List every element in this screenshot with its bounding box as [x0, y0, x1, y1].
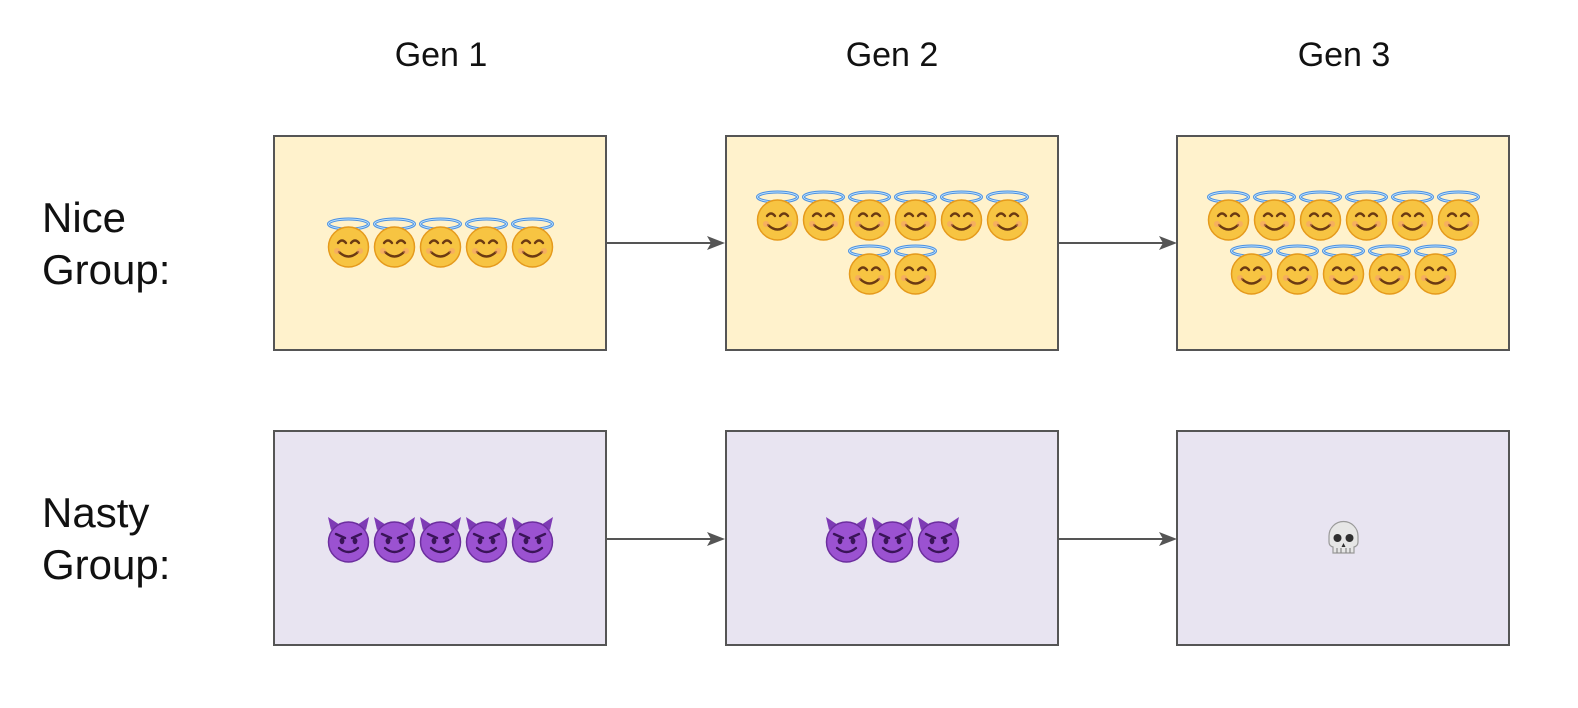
angel-face-icon: [801, 190, 846, 242]
angel-face-icon: [372, 217, 417, 269]
row-label-nice: Nice Group:: [42, 192, 170, 296]
devil-face-icon: [326, 512, 371, 564]
nasty-gen-1-panel: [273, 430, 607, 646]
angel-face-icon: [1390, 190, 1435, 242]
angel-face-icon: [1252, 190, 1297, 242]
skull-icon: [1321, 512, 1366, 564]
angel-face-icon: [1413, 244, 1458, 296]
nice-gen-2-panel: [725, 135, 1059, 351]
arrow-nasty-gen2-to-gen3: [1059, 532, 1177, 546]
angel-face-icon: [1298, 190, 1343, 242]
devil-face-icon: [372, 512, 417, 564]
nice-gen-3-panel: [1176, 135, 1510, 351]
row-label-nasty: Nasty Group:: [42, 487, 170, 591]
angel-face-icon: [939, 190, 984, 242]
angel-face-icon: [847, 190, 892, 242]
angel-face-icon: [464, 217, 509, 269]
nasty-gen-3-panel: [1176, 430, 1510, 646]
column-header-gen-1: Gen 1: [394, 36, 488, 74]
devil-face-icon: [870, 512, 915, 564]
devil-face-icon: [824, 512, 869, 564]
angel-face-icon: [1436, 190, 1481, 242]
arrow-nice-gen1-to-gen2: [607, 236, 725, 250]
angel-face-icon: [847, 244, 892, 296]
angel-face-icon: [510, 217, 555, 269]
nice-gen-1-panel: [273, 135, 607, 351]
angel-face-icon: [1344, 190, 1389, 242]
angel-face-icon: [418, 217, 463, 269]
angel-face-icon: [893, 190, 938, 242]
angel-face-icon: [893, 244, 938, 296]
angel-face-icon: [985, 190, 1030, 242]
devil-face-icon: [510, 512, 555, 564]
row-label-nice-line2: Group:: [42, 246, 171, 293]
row-label-nasty-line1: Nasty: [42, 489, 150, 536]
angel-face-icon: [1367, 244, 1412, 296]
row-label-nasty-line2: Group:: [42, 541, 171, 588]
angel-face-icon: [326, 217, 371, 269]
devil-face-icon: [418, 512, 463, 564]
column-header-gen-2: Gen 2: [845, 36, 939, 74]
angel-face-icon: [755, 190, 800, 242]
devil-face-icon: [916, 512, 961, 564]
column-header-gen-3: Gen 3: [1297, 36, 1391, 74]
angel-face-icon: [1321, 244, 1366, 296]
arrow-nice-gen2-to-gen3: [1059, 236, 1177, 250]
devil-face-icon: [464, 512, 509, 564]
angel-face-icon: [1206, 190, 1251, 242]
angel-face-icon: [1275, 244, 1320, 296]
angel-face-icon: [1229, 244, 1274, 296]
row-label-nice-line1: Nice: [42, 194, 127, 241]
arrow-nasty-gen1-to-gen2: [607, 532, 725, 546]
nasty-gen-2-panel: [725, 430, 1059, 646]
